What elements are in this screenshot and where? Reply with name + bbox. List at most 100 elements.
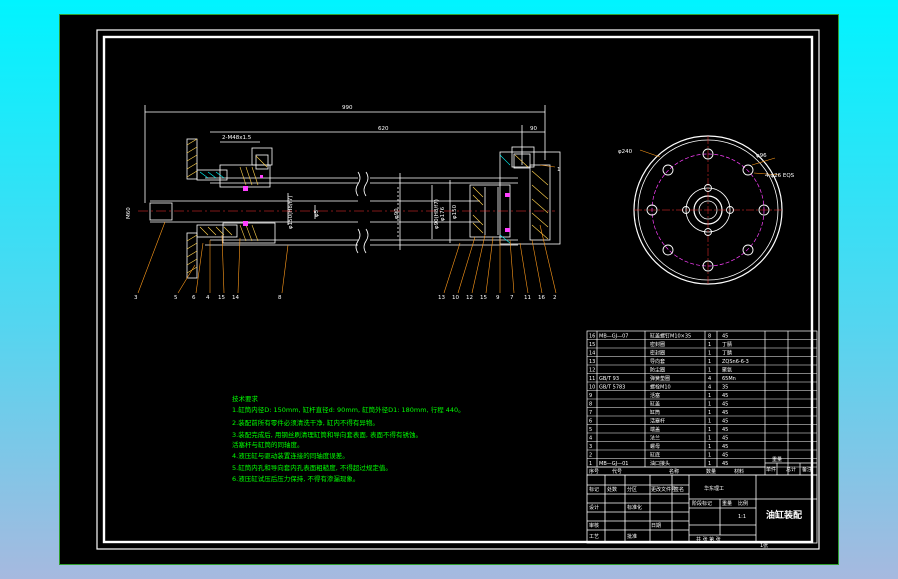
dim-overall: 990	[342, 105, 353, 111]
dim-bore: φ176	[440, 206, 446, 221]
bom-cell: 45	[722, 461, 728, 467]
bom-cell: 6	[589, 418, 592, 424]
tb-stage: 阶段标记	[692, 500, 712, 507]
bom-header-cell: 数量	[706, 468, 716, 475]
bom-cell: 45	[722, 427, 728, 433]
tb-doc: 更改文件号	[651, 486, 676, 493]
bom-cell: 15	[589, 342, 595, 348]
leader-label: 5	[174, 295, 178, 301]
dim-cyl-dia: φ150	[452, 204, 458, 219]
bom-cell: 4	[708, 376, 711, 382]
bom-cell: 1	[708, 427, 711, 433]
leader-label: 7	[510, 295, 514, 301]
bom-header-cell: 名称	[669, 468, 679, 475]
tb-sign: 签名	[674, 486, 684, 493]
title-block	[586, 474, 818, 544]
note-line: 3.装配完成后, 用钢丝刷清理缸筒和导向套表面, 表面不得有锈蚀。	[232, 430, 422, 439]
bom-cell: 1	[708, 435, 711, 441]
leader-labels-right: 13 10 12 15 9 7 11 16 2	[438, 295, 557, 301]
bom-cell: 1	[708, 359, 711, 365]
bom-cell: 11	[589, 376, 595, 382]
leader-labels-left: 3 5 6 4 15 14 8	[134, 295, 282, 301]
bom-cell: 丁腈	[722, 349, 732, 356]
leader-label: 8	[278, 295, 282, 301]
bom-header-cell: 总计	[786, 466, 796, 473]
bom-cell: 13	[589, 359, 595, 365]
leader-lines	[137, 164, 557, 294]
bom-cell: 16	[589, 333, 595, 339]
leader-label: 10	[452, 295, 459, 301]
dim-thread: 2-M48x1.5	[222, 135, 252, 141]
sheet-border-inner	[102, 35, 814, 544]
dim-middle: 620	[378, 126, 389, 132]
bom-cell: 4	[708, 384, 711, 390]
bom-cell: 2	[589, 452, 592, 458]
bom-cell: 油口接头	[650, 460, 670, 467]
bom-table	[586, 330, 818, 476]
bom-cell: 活塞	[650, 392, 660, 399]
bom-cell: 密封圈	[650, 349, 665, 356]
bom-cell: 45	[722, 418, 728, 424]
drawing-title: 油缸装配	[766, 509, 802, 521]
tb-process: 工艺	[589, 534, 599, 540]
leader-label: 4	[206, 295, 210, 301]
bom-cell: 1	[708, 342, 711, 348]
tb-zone: 分区	[627, 486, 637, 493]
bom-cell: 聚氨	[722, 366, 732, 373]
bom-cell: 活塞杆	[650, 417, 665, 424]
notes-title: 技术要求	[232, 394, 259, 403]
bom-cell: 导向套	[650, 358, 665, 365]
bom-cell: 8	[708, 333, 711, 339]
tb-std: 标准化	[627, 504, 642, 511]
dim-flange-outer: φ240	[618, 149, 633, 155]
bom-cell: 45	[722, 435, 728, 441]
leader-label: 6	[192, 295, 196, 301]
tb-date: 日期	[651, 523, 661, 529]
bom-cell: 45	[722, 410, 728, 416]
bom-cell: 1	[708, 401, 711, 407]
bom-cell: 1	[708, 410, 711, 416]
bom-header-cell: 序号	[589, 468, 599, 475]
cad-viewport[interactable]: 990 620 90 2-M48x1.5 M60 φ150(H8/f7) φ90…	[59, 14, 839, 565]
bom-cell: 45	[722, 452, 728, 458]
bom-cell: 弹簧垫圈	[650, 375, 670, 382]
dim-rod-dia: φ90	[394, 208, 400, 219]
flange-end-view	[633, 135, 783, 285]
note-line: 2.装配前所有零件必须清洗干净, 缸内不得有异物。	[232, 418, 379, 427]
bom-cell: 缸盖	[650, 400, 660, 407]
bom-cell: ZQSn6-6-3	[722, 359, 749, 365]
bom-cell: 防尘圈	[650, 366, 665, 373]
bom-cell: 螺母	[650, 443, 660, 450]
leader-label: 2	[553, 295, 557, 301]
bom-header: 序号 代号 名称 数量 材料 单件 总计 备注 重量	[589, 456, 812, 475]
tb-footer: 1张	[760, 542, 768, 549]
callout-top: 1	[557, 167, 561, 173]
leader-label: 16	[538, 295, 545, 301]
drawing-canvas[interactable]: 990 620 90 2-M48x1.5 M60 φ150(H8/f7) φ90…	[60, 15, 840, 566]
leader-label: 11	[524, 295, 531, 301]
note-line: 1.缸筒内径D: 150mm, 缸杆直径d: 90mm, 缸筒外径D1: 180…	[232, 405, 465, 414]
title-block-text: 标记 处数 分区 更改文件号 签名 设计 标准化 审核 工艺 批准 日期 华东理…	[589, 485, 802, 549]
leader-label: 9	[496, 295, 500, 301]
leader-label: 14	[232, 295, 239, 301]
bom-cell: 4	[589, 435, 592, 441]
leader-label: 12	[466, 295, 473, 301]
bom-header-cell: 代号	[612, 468, 622, 475]
tb-check: 审核	[589, 522, 599, 529]
bom-cell: 法兰	[650, 434, 660, 441]
bom-cell: 65Mn	[722, 376, 736, 382]
dim-d2: φ90(H8/f7)	[434, 199, 440, 229]
note-line: 5.缸筒内孔和导向套内孔表面粗糙度, 不得超过规定值。	[232, 463, 392, 472]
bom-cell: 1	[708, 461, 711, 467]
bom-header-cell: 备注	[802, 466, 812, 473]
bom-header-cell: 重量	[772, 456, 782, 463]
tb-sheet: 共 张 第 张	[696, 536, 721, 543]
tb-design: 设计	[589, 504, 599, 511]
bom-cell: 缸筒	[650, 409, 660, 416]
note-line: 6.液压缸试压后压力保持, 不得有渗漏现象。	[232, 474, 359, 483]
sheet-border-outer	[96, 29, 820, 550]
bom-cell: 12	[589, 367, 595, 373]
bom-cell: MB—GJ—01	[599, 461, 628, 467]
tb-org: 华东理工	[704, 485, 724, 492]
